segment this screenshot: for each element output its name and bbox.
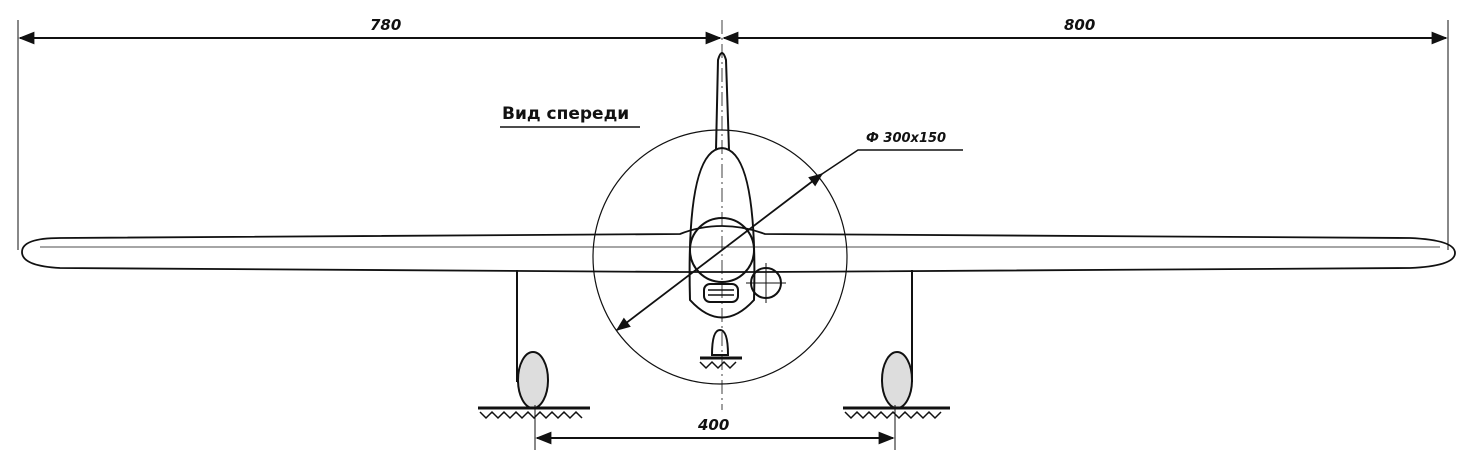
propeller-label: Ф 300х150 bbox=[866, 131, 946, 146]
air-intake bbox=[703, 283, 739, 303]
wing bbox=[21, 225, 1456, 273]
left-span-label: 780 bbox=[370, 16, 401, 34]
wheel-right bbox=[881, 351, 913, 409]
wheel-track-label: 400 bbox=[697, 416, 729, 434]
right-span-label: 800 bbox=[1064, 16, 1095, 34]
propeller-disc bbox=[592, 129, 848, 385]
view-title: Вид спереди bbox=[502, 104, 629, 124]
wheel-left bbox=[517, 351, 549, 409]
propeller-leader-line bbox=[821, 149, 963, 175]
propeller-dimension-arrow bbox=[615, 173, 824, 331]
vertical-fin bbox=[715, 52, 730, 151]
tail-wheel bbox=[710, 328, 730, 356]
